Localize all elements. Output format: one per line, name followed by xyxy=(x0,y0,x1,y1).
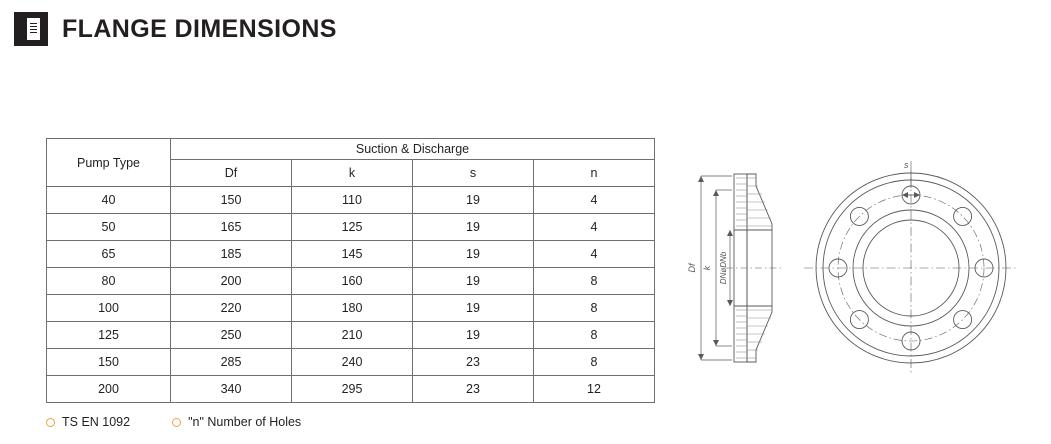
cell-s: 23 xyxy=(412,348,534,376)
cell-k: 160 xyxy=(291,267,413,295)
circle-marker-icon xyxy=(172,417,182,427)
cell-n: 8 xyxy=(532,321,656,349)
page-title: FLANGE DIMENSIONS xyxy=(62,14,337,43)
label-k: k xyxy=(702,265,712,270)
legend-label: TS EN 1092 xyxy=(62,415,131,429)
legend-item-standard: TS EN 1092 xyxy=(46,415,130,429)
cell-s: 19 xyxy=(412,321,534,349)
cell-pump-type: 80 xyxy=(46,267,171,295)
cell-pump-type: 40 xyxy=(46,186,171,214)
cell-n: 8 xyxy=(532,267,656,295)
table-row: 65 185 145 19 4 xyxy=(46,240,656,268)
flange-technical-drawing: Df k DNøDNb xyxy=(686,138,1036,388)
legend: TS EN 1092 "n" Number of Holes xyxy=(46,415,301,429)
cell-k: 180 xyxy=(291,294,413,322)
cell-df: 250 xyxy=(170,321,292,349)
cell-n: 8 xyxy=(532,294,656,322)
column-header-k: k xyxy=(291,159,413,187)
cell-k: 110 xyxy=(291,186,413,214)
cell-s: 19 xyxy=(412,294,534,322)
cell-df: 220 xyxy=(170,294,292,322)
circle-marker-icon xyxy=(46,417,55,427)
cell-df: 150 xyxy=(170,186,292,214)
table-row: 100 220 180 19 8 xyxy=(46,294,656,322)
cell-df: 340 xyxy=(170,375,292,403)
cell-k: 125 xyxy=(291,213,413,241)
label-dn: DNøDNb xyxy=(719,251,728,284)
cell-df: 200 xyxy=(170,267,292,295)
cell-n: 4 xyxy=(532,213,656,241)
cell-n: 4 xyxy=(532,240,656,268)
cell-s: 23 xyxy=(412,375,534,403)
table-subheader-row: Df k s n xyxy=(47,159,656,187)
document-icon xyxy=(14,12,48,46)
cell-df: 285 xyxy=(170,348,292,376)
table-header-row: Pump Type Suction & Discharge xyxy=(46,138,656,187)
cell-df: 165 xyxy=(170,213,292,241)
legend-item-holes: "n" Number of Holes xyxy=(172,415,301,429)
cell-n: 4 xyxy=(532,186,656,214)
table-row: 200 340 295 23 12 xyxy=(46,375,656,403)
cell-pump-type: 200 xyxy=(46,375,171,403)
table-row: 50 165 125 19 4 xyxy=(46,213,656,241)
column-header-df: Df xyxy=(170,159,292,187)
cell-pump-type: 150 xyxy=(46,348,171,376)
cell-df: 185 xyxy=(170,240,292,268)
cell-k: 240 xyxy=(291,348,413,376)
column-group-header-suction-discharge: Suction & Discharge xyxy=(169,138,656,160)
cell-s: 19 xyxy=(412,267,534,295)
table-row: 150 285 240 23 8 xyxy=(46,348,656,376)
cell-n: 8 xyxy=(532,348,656,376)
cell-s: 19 xyxy=(412,213,534,241)
flange-dimensions-table: Pump Type Suction & Discharge Df k s n 4… xyxy=(46,138,656,403)
cell-pump-type: 100 xyxy=(46,294,171,322)
cell-pump-type: 50 xyxy=(46,213,171,241)
label-df: Df xyxy=(687,262,697,272)
table-row: 80 200 160 19 8 xyxy=(46,267,656,295)
cell-k: 145 xyxy=(291,240,413,268)
table-row: 40 150 110 19 4 xyxy=(46,186,656,214)
cell-n: 12 xyxy=(532,375,656,403)
cell-s: 19 xyxy=(412,240,534,268)
column-header-n: n xyxy=(532,159,656,187)
cell-k: 295 xyxy=(291,375,413,403)
page-header: FLANGE DIMENSIONS xyxy=(14,12,337,46)
cell-pump-type: 125 xyxy=(46,321,171,349)
column-header-s: s xyxy=(412,159,534,187)
label-s: s xyxy=(904,160,909,170)
cell-s: 19 xyxy=(412,186,534,214)
legend-label: "n" Number of Holes xyxy=(188,415,302,429)
cell-pump-type: 65 xyxy=(46,240,171,268)
table-row: 125 250 210 19 8 xyxy=(46,321,656,349)
cell-k: 210 xyxy=(291,321,413,349)
column-header-pump-type: Pump Type xyxy=(46,138,171,187)
